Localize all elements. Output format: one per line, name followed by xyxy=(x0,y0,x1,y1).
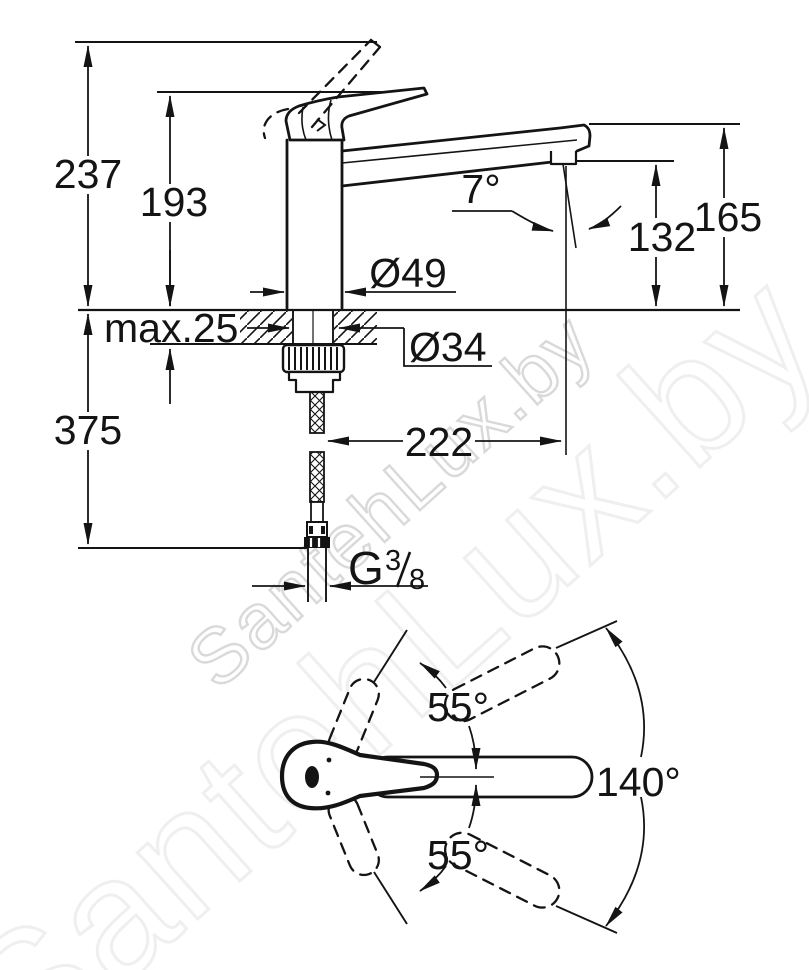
handle-outline xyxy=(284,86,429,142)
dim-193-label: 193 xyxy=(140,179,208,225)
dim-7deg-arc-right xyxy=(588,205,622,230)
handle-head-mark xyxy=(305,766,319,788)
dim-140-arc-bottom xyxy=(605,796,645,927)
top-view-dimensions xyxy=(419,627,645,927)
dim-max25-label: max.25 xyxy=(104,305,238,351)
connection-nut-slits xyxy=(309,538,321,547)
swing-ext-lower-right xyxy=(555,905,618,934)
dim-375-label: 375 xyxy=(54,407,122,453)
dashed-lever-lower-right xyxy=(443,831,561,909)
thread-fraction-slash xyxy=(395,551,412,588)
side-view: 237 193 165 132 375 max.25 Ø49 Ø34 222 7… xyxy=(54,38,762,602)
thread-size-label: G 3 8 xyxy=(348,542,425,596)
spout-underside xyxy=(340,160,554,188)
dim-55-upper-arc-a xyxy=(419,662,447,689)
handle-dot-bottom xyxy=(325,790,331,796)
dashed-handle-edge-2 xyxy=(310,45,382,129)
handle-dot-top xyxy=(326,757,332,763)
faucet-column xyxy=(285,138,344,310)
faucet-handle-side xyxy=(284,86,429,142)
dim-55-lower-arc-a xyxy=(419,865,447,892)
dim-d34-leader xyxy=(403,328,492,367)
connection-tube xyxy=(307,548,327,602)
mounting-bracket xyxy=(287,370,342,394)
collar-mark-left xyxy=(309,526,313,534)
dashed-handle-edge-1 xyxy=(297,38,373,115)
dim-55-lower-arc-b xyxy=(468,784,481,829)
handle-head xyxy=(279,739,440,811)
collar-mark-right xyxy=(321,526,325,534)
dim-140-label: 140° xyxy=(596,759,681,805)
thread-numerator: 3 xyxy=(385,545,401,577)
spout-top-edge xyxy=(340,123,592,153)
dim-55-lower-label: 55° xyxy=(427,832,489,878)
dim-55-upper-label: 55° xyxy=(427,684,489,730)
dim-140-arc-top xyxy=(605,627,645,758)
dim-7deg-arc-left xyxy=(511,210,554,232)
swing-ext-upper-left xyxy=(373,629,408,683)
dashed-handle-head xyxy=(262,107,290,140)
flex-hose-upper xyxy=(309,391,325,434)
handle-top-view xyxy=(279,739,594,811)
dim-165-label: 165 xyxy=(694,194,762,240)
stream-angle-line xyxy=(562,163,577,249)
dim-132-label: 132 xyxy=(628,214,696,260)
dashed-lever-upper-right xyxy=(443,645,561,723)
dim-237-label: 237 xyxy=(54,151,122,197)
dim-d34-label: Ø34 xyxy=(409,324,487,370)
faucet-handle-raised-dashed xyxy=(262,38,382,140)
dim-55-upper-arc-b xyxy=(468,725,481,770)
handle-detail-line-2 xyxy=(327,99,333,141)
connection-nut xyxy=(304,537,330,548)
spout-outlet xyxy=(549,151,578,166)
dim-7deg-label: 7° xyxy=(461,166,500,212)
thread-denominator: 8 xyxy=(409,564,425,596)
mounting-assembly xyxy=(281,311,346,602)
spout-inner-line xyxy=(341,139,578,164)
thread-letter: G xyxy=(348,542,384,594)
nut-knurling xyxy=(288,347,338,370)
dim-d49-label: Ø49 xyxy=(369,250,447,296)
dim-222-label: 222 xyxy=(405,419,473,465)
side-view-dimensions xyxy=(83,45,729,591)
faucet-body xyxy=(285,123,592,310)
dashed-handle-tip xyxy=(369,38,382,49)
flex-hose-lower xyxy=(309,451,325,503)
shank-sides xyxy=(292,311,334,343)
swing-ext-lower-left xyxy=(373,871,408,925)
swing-ext-upper-right xyxy=(555,620,618,649)
handle-chevron-mark xyxy=(316,118,327,132)
top-view: 55° 55° 140° xyxy=(279,620,681,934)
hose-end-sleeve xyxy=(310,501,324,523)
